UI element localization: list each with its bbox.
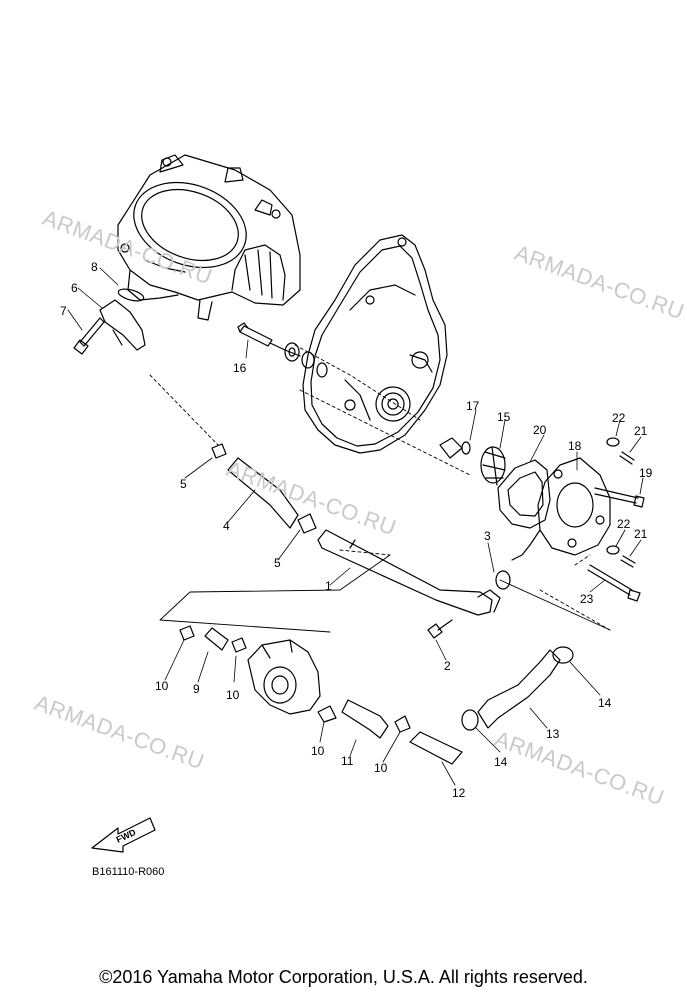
callout-21a: 21 [634,424,648,438]
callout-16: 16 [233,361,247,375]
callout-22a: 22 [612,411,626,425]
callout-4: 4 [223,519,230,533]
callout-1: 1 [325,579,332,593]
part-15-impeller [480,446,506,486]
callout-2: 2 [444,659,451,673]
part-4-hose [227,457,299,529]
part-18-pump-housing [511,457,611,561]
callout-15: 15 [497,410,511,424]
callout-18: 18 [568,439,582,453]
callout-14b: 14 [494,755,508,769]
fwd-arrow-icon [91,817,156,853]
guide-lines [159,554,611,633]
callout-19: 19 [639,466,653,480]
part-10-clips [179,625,411,733]
part-11-hose [341,699,389,739]
callout-12: 12 [452,786,466,800]
part-20-gasket [497,459,551,529]
part-5-clamps [211,443,317,534]
copyright-notice: ©2016 Yamaha Motor Corporation, U.S.A. A… [99,967,588,987]
diagram-code: B161110-R060 [92,866,165,878]
part-8-o-ring [117,288,145,302]
part-13-hose [477,649,561,729]
callout-10c: 10 [311,744,325,758]
callout-22b: 22 [617,517,631,531]
leader-lines [67,267,644,786]
callout-20: 20 [533,423,547,437]
callout-8: 8 [91,260,98,274]
callout-23: 23 [580,592,594,606]
part-14-clamps [461,646,574,731]
callout-10d: 10 [374,761,388,775]
callout-13: 13 [546,727,560,741]
callout-3: 3 [484,529,491,543]
callout-9: 9 [193,682,200,696]
part-16-pipe [237,322,301,357]
callout-5b: 5 [274,556,281,570]
callout-5a: 5 [180,477,187,491]
fasteners [587,437,645,602]
reference-lines [149,344,611,631]
callout-7: 7 [60,304,67,318]
cylinder-block [117,154,301,321]
part-9-pipe [204,627,229,651]
thermostat-housing [247,639,321,715]
seals [284,342,328,378]
part-17-shaft [439,437,471,459]
part-7-bolt [73,317,105,355]
part-3-o-ring [495,570,511,590]
callout-14a: 14 [598,696,612,710]
callout-10a: 10 [155,679,169,693]
crankcase-cover [302,234,448,454]
part-6-hose-joint [99,299,146,351]
callout-6: 6 [71,281,78,295]
callout-11: 11 [341,754,354,768]
part-12-pipe [409,731,463,765]
callout-10b: 10 [226,688,240,702]
callout-21b: 21 [634,527,648,541]
callout-17: 17 [466,399,480,413]
part-2-bolt [427,619,453,639]
